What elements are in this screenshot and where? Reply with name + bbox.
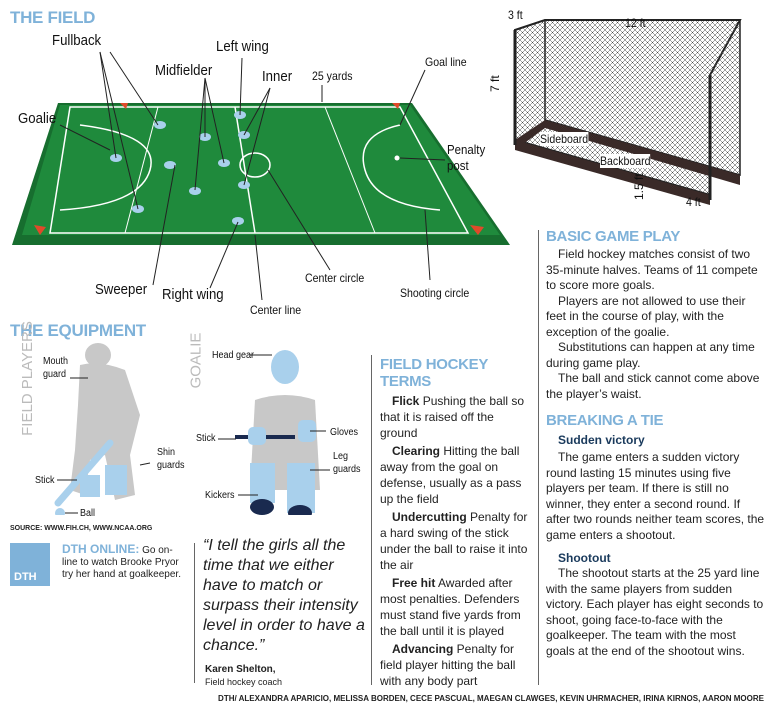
field-boundary xyxy=(49,106,470,234)
label-right-wing: Right wing xyxy=(162,286,224,303)
mouth-guard-label: Mouth guard xyxy=(43,356,69,380)
sudden-victory-title: Sudden victory xyxy=(558,433,645,447)
label-fullback: Fullback xyxy=(52,32,102,49)
gloves-label: Gloves xyxy=(330,427,359,438)
term-item: Advancing Penalty for field player hitti… xyxy=(380,642,516,688)
label-goal-line: Goal line xyxy=(425,55,467,69)
label-left-wing: Left wing xyxy=(216,38,269,55)
dth-online-promo[interactable]: DTH ONLINE: Go on-line to watch Brooke P… xyxy=(62,543,182,581)
label-inner: Inner xyxy=(262,68,293,85)
basic-para: Field hockey matches consist of two 35-m… xyxy=(546,247,758,292)
head-gear-label: Head gear xyxy=(212,350,255,361)
kickers-label: Kickers xyxy=(205,490,235,501)
shootout-text: The shootout starts at the 25 yard line … xyxy=(546,566,764,658)
backboard xyxy=(545,120,740,185)
backboard-label: Backboard xyxy=(600,154,651,168)
dth-online-text: Go on-line to watch Brooke Pryor try her… xyxy=(62,545,181,580)
label-center-line: Center line xyxy=(250,303,302,317)
goal-width-label: 12 ft xyxy=(625,16,646,30)
pull-quote: “I tell the girls all the time that we e… xyxy=(203,537,365,654)
dth-online-title: DTH ONLINE: xyxy=(62,542,140,556)
goal-height-label: 7 ft xyxy=(488,75,502,92)
ball-label: Ball xyxy=(80,508,96,519)
shootout-title: Shootout xyxy=(558,551,611,565)
field-turf xyxy=(22,105,500,235)
board-depth-label: 4 ft xyxy=(686,195,701,209)
terms-title: FIELD HOCKEY TERMS xyxy=(380,356,488,390)
field-hockey-terms: FIELD HOCKEY TERMS Flick Pushing the bal… xyxy=(380,356,534,691)
label-goalie: Goalie xyxy=(18,110,57,127)
label-sweeper: Sweeper xyxy=(95,281,148,298)
sudden-victory-text: The game enters a sudden victory round l… xyxy=(546,450,765,542)
equipment-illustration xyxy=(54,343,330,515)
center-line xyxy=(234,106,256,234)
goal-depth-label: 3 ft xyxy=(508,8,523,22)
goalie-stick-label: Stick xyxy=(196,433,216,444)
label-penalty-post: Penalty post xyxy=(447,142,486,173)
shooting-circle-right xyxy=(362,124,441,211)
term-item: Free hit Awarded after most penalties. D… xyxy=(380,576,521,638)
sideboard-label: Sideboard xyxy=(540,132,589,146)
label-25-yards: 25 yards xyxy=(312,69,353,83)
basic-para: The ball and stick cannot come above the… xyxy=(546,371,760,401)
basic-title: BASIC GAME PLAY xyxy=(546,228,681,245)
field-title: THE FIELD xyxy=(10,8,96,27)
quote-attribution-role: Field hockey coach xyxy=(205,677,283,687)
source-text: SOURCE: WWW.FIH.CH, WWW.NCAA.ORG xyxy=(10,525,153,532)
tie-title: BREAKING A TIE xyxy=(546,412,664,429)
quote-attribution-name: Karen Shelton, xyxy=(205,664,276,675)
term-item: Undercutting Penalty for a hard swing of… xyxy=(380,510,528,572)
label-shooting-circle: Shooting circle xyxy=(400,286,470,300)
label-midfielder: Midfielder xyxy=(155,62,213,79)
equipment-title: THE EQUIPMENT xyxy=(10,321,146,340)
basic-para: Players are not allowed to use their fee… xyxy=(546,293,746,339)
leg-guards-label: Leg guards xyxy=(333,451,361,475)
term-item: Clearing Hitting the ball away from the … xyxy=(380,444,522,506)
term-item: Flick Pushing the ball so that it is rai… xyxy=(380,394,525,440)
shin-guards-label: Shin guards xyxy=(157,447,185,471)
field-player-silhouette xyxy=(54,343,140,515)
field-diagram xyxy=(12,103,510,245)
label-leaders xyxy=(59,51,446,301)
goalie-silhouette xyxy=(235,350,320,515)
board-height-label: 1.5 ft xyxy=(632,173,646,200)
dth-logo-text: DTH xyxy=(14,571,37,583)
center-circle xyxy=(239,152,271,178)
credits: DTH/ ALEXANDRA APARICIO, MELISSA BORDEN,… xyxy=(218,694,764,704)
stick-label: Stick xyxy=(35,475,55,486)
dth-logo: DTH xyxy=(10,543,50,586)
basic-para: Substitutions can happen at any time dur… xyxy=(546,340,755,370)
basic-game-play: BASIC GAME PLAY Field hockey matches con… xyxy=(546,228,766,659)
goal-net-diagram xyxy=(513,19,742,205)
label-center-circle: Center circle xyxy=(305,271,365,285)
